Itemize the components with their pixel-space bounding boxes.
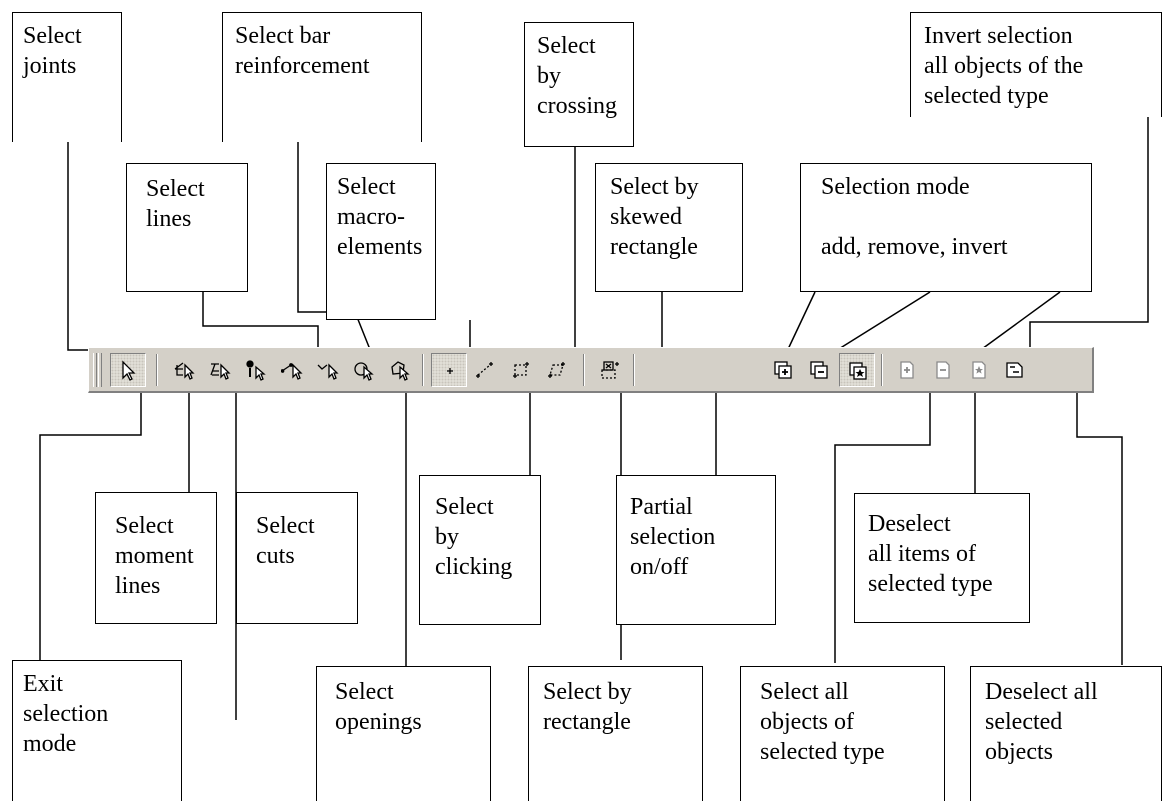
bar-reinforcement-cursor-icon [317,363,339,380]
callout-label: Select bar reinforcement [235,23,370,79]
deselect-type-icon [936,361,950,379]
select-by-crossing-button[interactable] [467,353,503,387]
selection-mode-remove-button[interactable] [801,353,837,387]
toolbar-grip-handle[interactable] [98,353,102,387]
callout-select-lines: Select lines [126,163,248,292]
rectangle-select-icon [513,362,529,378]
exit-selection-mode-button[interactable] [110,353,146,387]
callout-label: Select openings [335,679,422,735]
select-all-of-type-button[interactable] [889,353,925,387]
callout-select-joints: Select joints [12,12,122,142]
skewed-rectangle-icon [548,362,565,378]
callout-label: Select cuts [256,513,315,569]
mode-add-icon [774,361,792,379]
toolbar-separator [633,354,635,386]
select-moment-lines-button[interactable] [166,353,202,387]
moment-lines-cursor-icon [174,362,195,380]
callout-label: Select by rectangle [543,679,632,735]
callout-select-moment-lines: Select moment lines [95,492,217,624]
selection-mode-invert-button[interactable] [839,353,875,387]
invert-selection-icon [972,361,986,379]
select-all-icon [900,361,914,379]
callout-label: Selection mode add, remove, invert [821,174,1008,260]
callout-label: Deselect all selected objects [985,679,1098,765]
callout-invert-selection: Invert selection all objects of the sele… [910,12,1162,117]
arrow-cursor-icon [122,360,136,381]
mode-remove-icon [810,361,828,379]
callout-label: Deselect all items of selected type [868,511,993,597]
callout-label: Select macro- elements [337,174,423,260]
select-by-clicking-button[interactable] [431,353,467,387]
callout-select-by-clicking: Select by clicking [419,475,541,625]
line-cursor-icon [281,363,303,380]
callout-label: Select by crossing [537,33,617,119]
select-bar-reinforcement-button[interactable] [310,353,346,387]
partial-selection-icon [601,361,619,379]
callout-select-all-objects-of-type: Select all objects of selected type [740,666,945,801]
mode-invert-icon [849,362,867,380]
selection-toolbar [88,347,1094,393]
select-macro-elements-button[interactable] [382,353,418,387]
callout-label: Exit selection mode [23,671,109,757]
callout-label: Partial selection on/off [630,494,716,580]
callout-label: Select all objects of selected type [760,679,885,765]
toolbar-separator [583,354,585,386]
callout-selection-mode: Selection mode add, remove, invert [800,163,1092,292]
callout-select-by-skewed-rectangle: Select by skewed rectangle [595,163,743,292]
deselect-all-icon [1006,362,1023,378]
deselect-all-selected-button[interactable] [997,353,1033,387]
macro-element-cursor-icon [391,361,410,381]
select-joints-button[interactable] [238,353,274,387]
crossing-line-icon [476,362,493,378]
deselect-all-of-type-button[interactable] [925,353,961,387]
cuts-cursor-icon [210,363,231,380]
callout-label: Select by skewed rectangle [610,174,699,260]
callout-label: Select by clicking [435,494,513,580]
callout-select-macro-elements: Select macro- elements [326,163,436,320]
partial-selection-toggle[interactable] [591,353,627,387]
select-by-skewed-rectangle-button[interactable] [539,353,575,387]
callout-partial-selection: Partial selection on/off [616,475,776,625]
invert-selection-of-type-button[interactable] [961,353,997,387]
select-by-rectangle-button[interactable] [503,353,539,387]
select-openings-button[interactable] [346,353,382,387]
selection-mode-add-button[interactable] [765,353,801,387]
callout-label: Select joints [23,23,82,79]
toolbar-grip-handle[interactable] [93,353,97,387]
joint-cursor-icon [246,360,266,381]
callout-deselect-all-selected: Deselect all selected objects [970,666,1162,801]
toolbar-separator [881,354,883,386]
callout-select-openings: Select openings [316,666,491,801]
click-point-icon [447,368,453,374]
callout-label: Invert selection all objects of the sele… [924,23,1084,109]
toolbar-separator [156,354,158,386]
callout-label: Select lines [146,176,205,232]
toolbar-separator [422,354,424,386]
callout-select-by-rectangle: Select by rectangle [528,666,703,801]
callout-select-bar-reinforcement: Select bar reinforcement [222,12,422,142]
callout-select-cuts: Select cuts [236,492,358,624]
opening-cursor-icon [354,362,374,381]
callout-deselect-items-of-type: Deselect all items of selected type [854,493,1030,623]
select-cuts-button[interactable] [202,353,238,387]
callout-exit-selection-mode: Exit selection mode [12,660,182,801]
callout-select-by-crossing: Select by crossing [524,22,634,147]
select-lines-button[interactable] [274,353,310,387]
callout-label: Select moment lines [115,513,194,599]
